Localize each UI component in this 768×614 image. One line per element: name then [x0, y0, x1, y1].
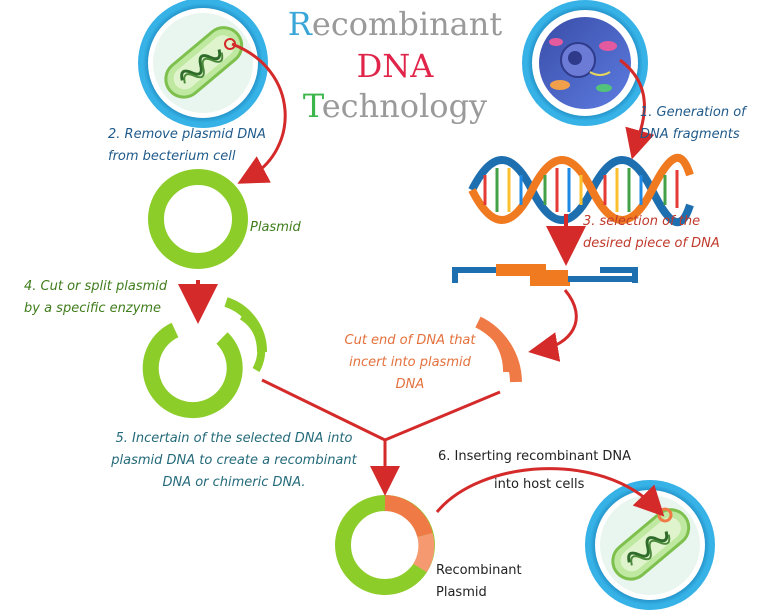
recombinant-plasmid-label: Recombinant Plasmid: [436, 563, 522, 600]
cut-plasmid: [142, 297, 268, 419]
plasmid-label: Plasmid: [250, 220, 301, 235]
animal-cell-icon: [522, 0, 648, 126]
title-dna: DNA: [356, 47, 434, 85]
plasmid-ring: [148, 169, 248, 269]
step6-label-line1: 6. Inserting recombinant DNA: [438, 449, 632, 464]
dna-fragment-bar: [452, 264, 638, 286]
step4-label: 4. Cut or split plasmid by a specific en…: [24, 279, 168, 316]
title-letter-r: R: [287, 5, 312, 43]
title-technology-rest: echnology: [321, 87, 488, 125]
recombinant-plasmid: [335, 495, 435, 595]
title-line-1: Recombinant: [245, 6, 545, 42]
title-recombinant-rest: ecombinant: [311, 5, 503, 43]
title-line-2: DNA: [245, 48, 545, 84]
title-letter-t: T: [302, 87, 322, 125]
step5-label: 5. Incertain of the selected DNA into pl…: [111, 431, 357, 490]
title-line-3: Technology: [245, 88, 545, 124]
arrow-insert-host: [435, 467, 665, 517]
step2-label: 2. Remove plasmid DNA from becterium cel…: [108, 127, 266, 164]
dna-insert-piece: [475, 316, 522, 383]
step1-label: 1. Generation of DNA fragments: [640, 105, 746, 142]
step6-label-line2: into host cells: [494, 477, 585, 492]
arrow-remove-plasmid: [231, 42, 287, 184]
dna-helix-icon: [468, 153, 694, 227]
cut-end-label: Cut end of DNA that incert into plasmid …: [344, 333, 476, 392]
arrow-cut-end: [528, 289, 578, 362]
step3-label: 3. selection of the desired piece of DNA: [583, 214, 720, 251]
arrow-generate-fragments: [619, 58, 655, 160]
host-bacterium-icon: [585, 480, 715, 610]
bacterium-source-icon: [138, 0, 268, 128]
